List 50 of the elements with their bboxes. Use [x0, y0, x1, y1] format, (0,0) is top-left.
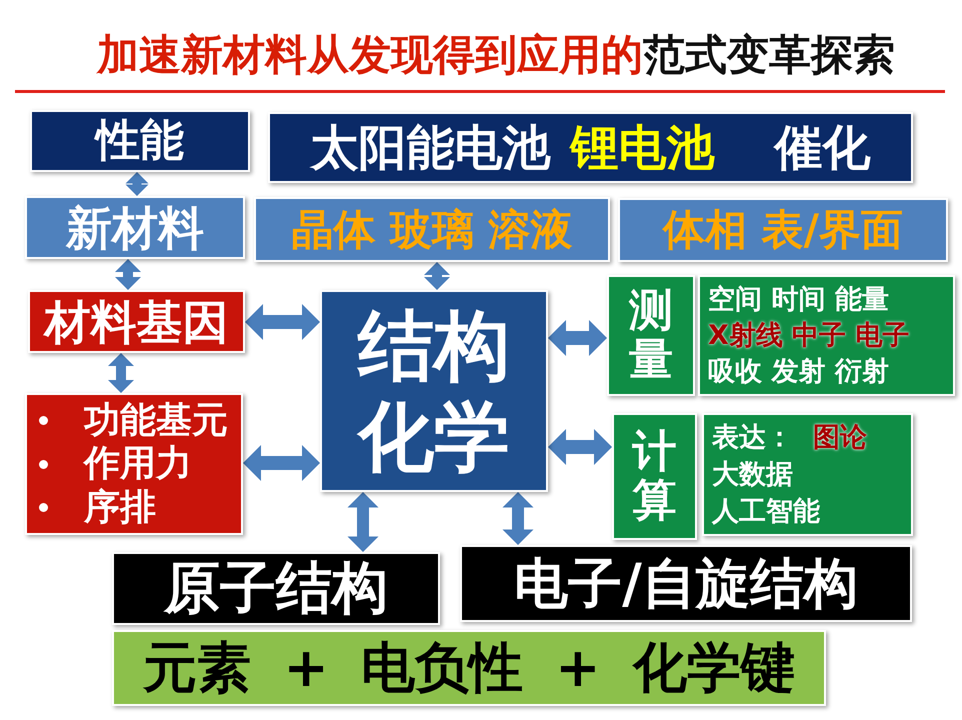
- box-label: 太阳能电池: [310, 124, 550, 172]
- bullet-list-box: [25, 393, 243, 535]
- box-label: 材料基因: [44, 298, 228, 344]
- box-label: 图论: [813, 422, 867, 454]
- box-label: 作用力: [84, 442, 192, 486]
- box-label: X射线 中子 电子: [708, 320, 910, 352]
- box-label: 序排: [84, 486, 156, 529]
- method-box: [607, 275, 695, 396]
- double-arrow: [548, 320, 607, 356]
- box-label: 表达：: [712, 422, 793, 454]
- box-label: 计算: [632, 428, 676, 525]
- box-label: 测量: [629, 287, 673, 384]
- double-arrow: [243, 444, 320, 482]
- box-label: 性能: [96, 119, 184, 163]
- box-label: 元素 + 电负性 + 化学键: [143, 641, 795, 695]
- title: 加速新材料从发现得到应用的范式变革探索: [97, 34, 895, 76]
- box-label: 锂电池: [570, 124, 714, 172]
- box-label: 催化: [774, 124, 870, 172]
- box-label: 晶体 玻璃 溶液: [291, 208, 573, 250]
- method-detail-box: [698, 275, 955, 396]
- method-detail-box: [702, 413, 913, 536]
- double-arrow: [424, 262, 450, 290]
- double-arrow: [108, 353, 134, 393]
- box-label: 人工智能: [712, 496, 820, 528]
- structure-box: [112, 552, 440, 625]
- box-label: 结构化学: [358, 300, 510, 482]
- basis-box: [112, 630, 826, 706]
- double-arrow: [548, 428, 612, 466]
- double-arrow: [347, 492, 379, 552]
- method-box: [612, 413, 697, 540]
- material-type-box: [618, 198, 948, 262]
- application-box: [268, 112, 913, 183]
- box-label: 吸收 发射 衍射: [708, 356, 889, 388]
- box-label: 电子/自旋结构: [514, 556, 858, 610]
- box-label: 空间 时间 能量: [708, 284, 889, 315]
- box-label: 功能基元: [84, 399, 228, 442]
- box-label: 新材料: [66, 204, 204, 250]
- double-arrow: [245, 304, 320, 340]
- material-type-box: [254, 197, 610, 262]
- category-box: [28, 290, 245, 353]
- double-arrow: [125, 172, 149, 196]
- central-box: [320, 290, 548, 492]
- double-arrow: [115, 259, 141, 290]
- box-label: 大数据: [712, 458, 793, 490]
- category-box: [25, 196, 245, 259]
- category-box: [30, 110, 250, 172]
- structure-box: [460, 545, 912, 622]
- double-arrow: [502, 492, 534, 545]
- box-label: 体相 表/界面: [663, 209, 903, 251]
- box-label: 原子结构: [164, 560, 388, 616]
